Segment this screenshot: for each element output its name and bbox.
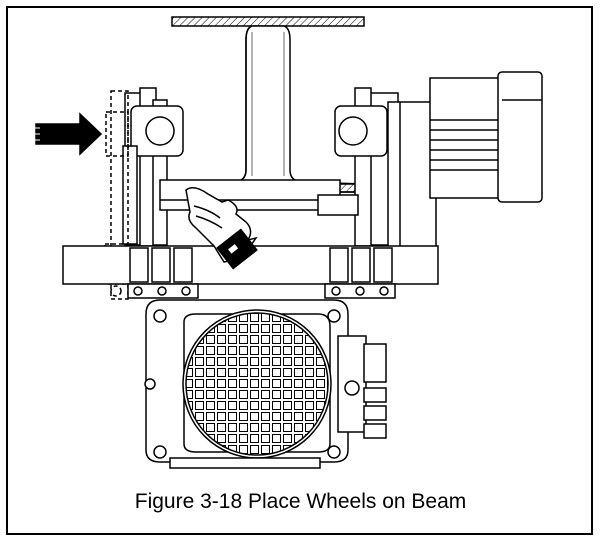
right-side-plate — [317, 87, 437, 249]
figure-caption: Figure 3-18 Place Wheels on Beam — [134, 490, 467, 513]
pointing-hand-icon — [185, 187, 258, 270]
hoist-motor — [144, 299, 387, 469]
left-side-plate — [122, 87, 341, 247]
gear-motor — [429, 71, 543, 203]
i-beam — [171, 16, 365, 193]
push-arrow-icon — [30, 112, 103, 156]
